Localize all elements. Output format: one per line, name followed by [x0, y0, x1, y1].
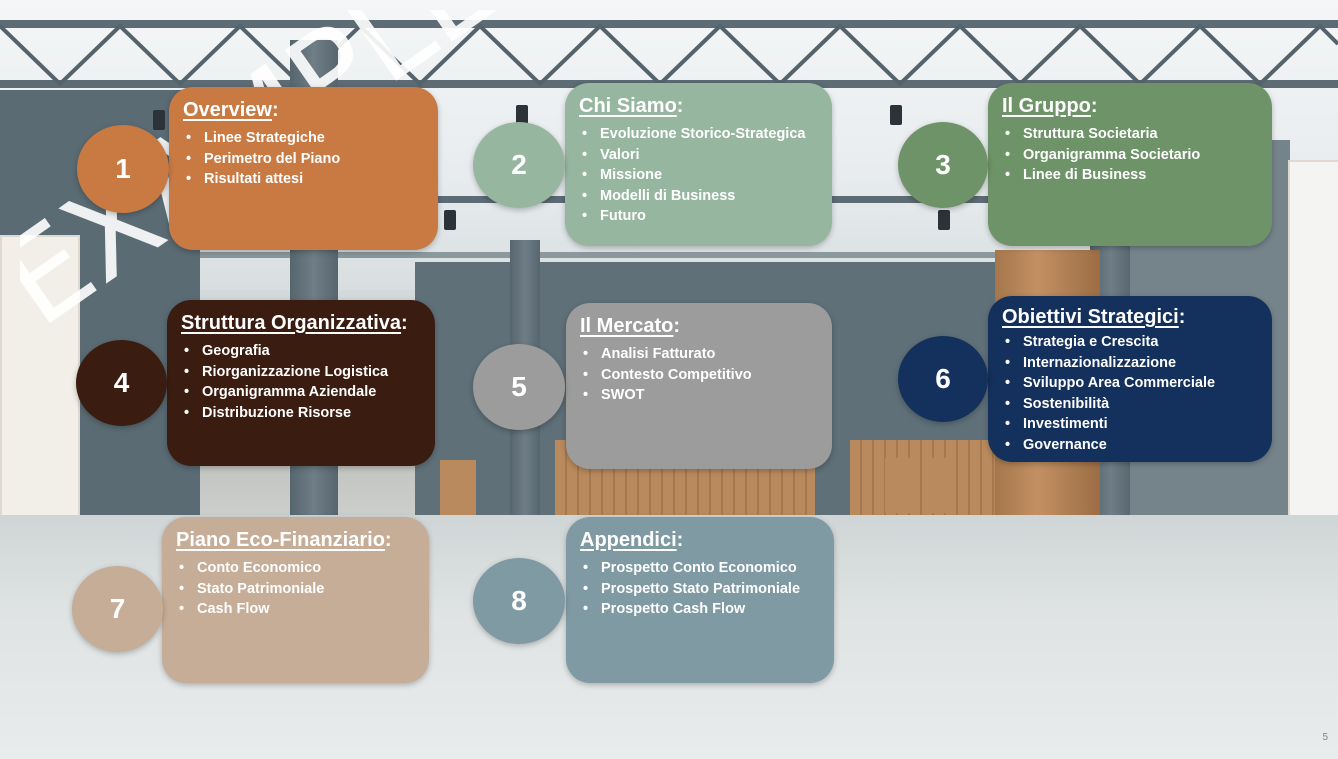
section-title: Il Mercato: — [580, 315, 681, 337]
ceiling-beam — [0, 252, 1338, 258]
stool — [925, 458, 955, 513]
list-item: Prospetto Conto Economico — [580, 558, 822, 579]
section-number-badge: 1 — [77, 125, 169, 213]
section-title: Struttura Organizzativa: — [181, 312, 408, 334]
list-item: Governance — [1002, 435, 1260, 456]
section-title: Appendici: — [580, 529, 684, 551]
list-item: Contesto Competitivo — [580, 365, 820, 386]
list-item: Internazionalizzazione — [1002, 353, 1260, 374]
list-item: Sviluppo Area Commerciale — [1002, 373, 1260, 394]
section-item-list: Strategia e Crescita Internazionalizzazi… — [1002, 332, 1260, 455]
section-number-badge: 4 — [76, 340, 167, 426]
list-item: Linee di Business — [1002, 165, 1260, 186]
wood-counter — [850, 440, 995, 518]
list-item: Cash Flow — [176, 599, 417, 620]
section-card-chi-siamo[interactable]: Chi Siamo: Evoluzione Storico-Strategica… — [565, 83, 832, 246]
section-card-il-gruppo[interactable]: Il Gruppo: Struttura Societaria Organigr… — [988, 83, 1272, 246]
page-number: 5 — [1322, 732, 1328, 743]
spot-lamp — [444, 210, 456, 230]
list-item: Stato Patrimoniale — [176, 579, 417, 600]
section-title: Chi Siamo: — [579, 95, 684, 117]
section-card-overview[interactable]: Overview: Linee Strategiche Perimetro de… — [169, 87, 438, 250]
section-card-il-mercato[interactable]: Il Mercato: Analisi Fatturato Contesto C… — [566, 303, 832, 469]
list-item: Analisi Fatturato — [580, 344, 820, 365]
section-item-list: Evoluzione Storico-Strategica Valori Mis… — [579, 124, 820, 227]
list-item: SWOT — [580, 385, 820, 406]
ceiling-beam — [0, 20, 1338, 28]
list-item: Organigramma Aziendale — [181, 382, 423, 403]
spot-lamp — [516, 105, 528, 125]
section-title: Obiettivi Strategici: — [1002, 306, 1186, 328]
section-item-list: Linee Strategiche Perimetro del Piano Ri… — [183, 128, 426, 190]
section-card-struttura-organizzativa[interactable]: Struttura Organizzativa: Geografia Riorg… — [167, 300, 435, 466]
section-card-obiettivi-strategici[interactable]: Obiettivi Strategici: Strategia e Cresci… — [988, 296, 1272, 462]
section-item-list: Analisi Fatturato Contesto Competitivo S… — [580, 344, 820, 406]
list-item: Futuro — [579, 206, 820, 227]
section-title: Il Gruppo: — [1002, 95, 1098, 117]
list-item: Sostenibilità — [1002, 394, 1260, 415]
section-number-badge: 6 — [898, 336, 988, 422]
list-item: Struttura Societaria — [1002, 124, 1260, 145]
ceiling-truss — [0, 24, 1338, 87]
section-number-badge: 5 — [473, 344, 565, 430]
section-item-list: Conto Economico Stato Patrimoniale Cash … — [176, 558, 417, 620]
list-item: Risultati attesi — [183, 169, 426, 190]
list-item: Riorganizzazione Logistica — [181, 362, 423, 383]
section-card-appendici[interactable]: Appendici: Prospetto Conto Economico Pro… — [566, 517, 834, 683]
section-number-badge: 7 — [72, 566, 163, 652]
spot-lamp — [153, 110, 165, 130]
spot-lamp — [938, 210, 950, 230]
section-title: Overview: — [183, 99, 279, 121]
section-item-list: Prospetto Conto Economico Prospetto Stat… — [580, 558, 822, 620]
list-item: Modelli di Business — [579, 186, 820, 207]
section-number-badge: 2 — [473, 122, 565, 208]
list-item: Conto Economico — [176, 558, 417, 579]
list-item: Valori — [579, 145, 820, 166]
section-number-badge: 3 — [898, 122, 988, 208]
stool — [440, 460, 476, 515]
list-item: Prospetto Stato Patrimoniale — [580, 579, 822, 600]
section-item-list: Struttura Societaria Organigramma Societ… — [1002, 124, 1260, 186]
list-item: Organigramma Societario — [1002, 145, 1260, 166]
list-item: Geografia — [181, 341, 423, 362]
section-title: Piano Eco-Finanziario: — [176, 529, 392, 551]
list-item: Investimenti — [1002, 414, 1260, 435]
list-item: Evoluzione Storico-Strategica — [579, 124, 820, 145]
section-number-badge: 8 — [473, 558, 565, 644]
section-card-piano-eco-finanziario[interactable]: Piano Eco-Finanziario: Conto Economico S… — [162, 517, 429, 683]
list-item: Linee Strategiche — [183, 128, 426, 149]
section-item-list: Geografia Riorganizzazione Logistica Org… — [181, 341, 423, 423]
stool — [885, 458, 915, 513]
list-item: Perimetro del Piano — [183, 149, 426, 170]
list-item: Prospetto Cash Flow — [580, 599, 822, 620]
spot-lamp — [890, 105, 902, 125]
list-item: Strategia e Crescita — [1002, 332, 1260, 353]
list-item: Distribuzione Risorse — [181, 403, 423, 424]
list-item: Missione — [579, 165, 820, 186]
